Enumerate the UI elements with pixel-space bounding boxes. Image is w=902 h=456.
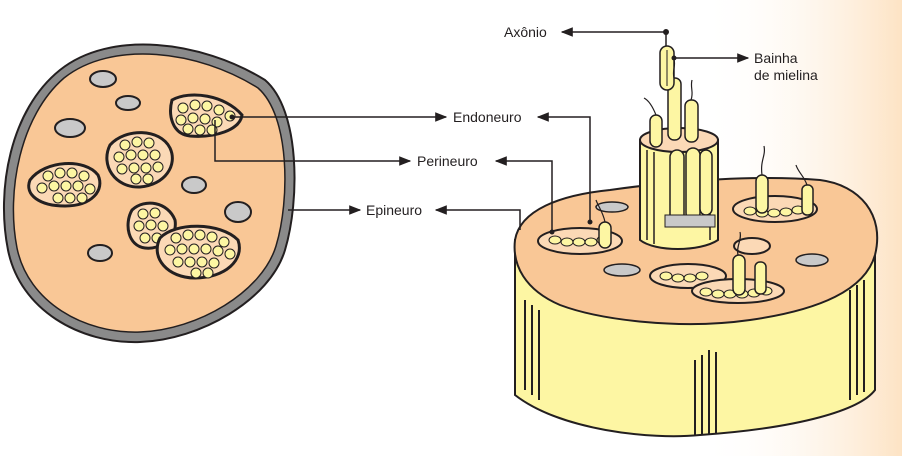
label-perineurium: Perineuro — [417, 153, 478, 169]
leader-dot — [587, 219, 593, 225]
leader-dot — [671, 55, 677, 61]
leader-lines — [214, 27, 750, 232]
endoneurium-leader-right — [536, 112, 591, 222]
label-myelin-line2: de mielina — [754, 67, 818, 83]
label-epineurium: Epineuro — [366, 202, 422, 218]
leader-dot — [229, 114, 235, 120]
vessel — [603, 263, 641, 277]
vessel — [224, 201, 252, 223]
nerve-3d-model — [513, 29, 879, 438]
perineurium-leader-left — [214, 120, 412, 166]
vessel — [595, 201, 629, 213]
leader-dot — [549, 229, 555, 235]
fascicle-3d — [733, 237, 771, 255]
fascicle-3d — [732, 174, 818, 223]
fascicle — [169, 93, 244, 138]
blood-vessels — [54, 70, 252, 262]
side-shading-lines — [524, 280, 865, 435]
fascicle-column — [639, 77, 719, 250]
label-axon: Axônio — [504, 24, 547, 40]
vessel — [87, 244, 113, 262]
axon-fiber — [659, 29, 675, 91]
axon-tips — [595, 59, 808, 256]
nerve-cross-section — [3, 43, 296, 344]
vessel — [54, 118, 86, 138]
epineurium-leader-right — [434, 205, 521, 230]
fascicle — [105, 131, 174, 189]
fascicle — [27, 162, 102, 208]
perineurium-leader-right — [494, 156, 553, 232]
vessel — [89, 70, 117, 88]
label-endoneurium: Endoneuro — [453, 109, 522, 125]
fascicle-3d — [691, 254, 785, 304]
fascicle — [155, 224, 241, 280]
vessel — [115, 95, 141, 111]
vessel — [795, 253, 829, 267]
label-myelin-line1: Bainha — [754, 50, 798, 66]
fascicle-3d — [537, 221, 623, 255]
vessel — [181, 176, 207, 194]
